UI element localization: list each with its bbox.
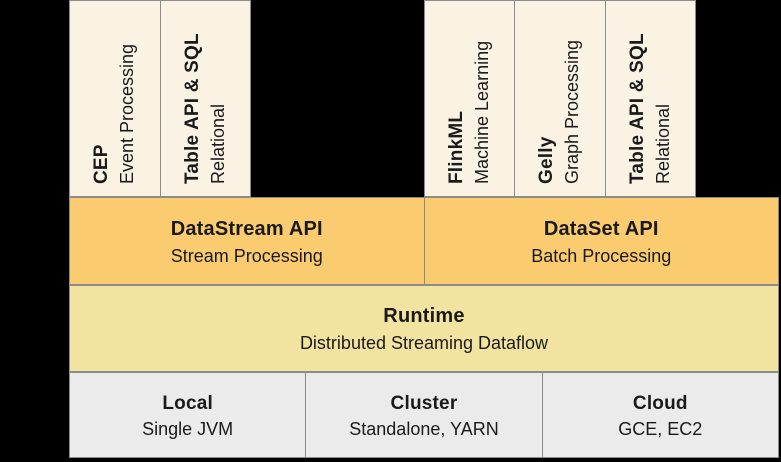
deploy-subtitle: Single JVM (142, 418, 234, 439)
api-title: DataStream API (170, 217, 323, 240)
deploy-title: Cloud (632, 392, 688, 414)
library-subtitle: Relational (207, 103, 228, 184)
runtime-subtitle: Distributed Streaming Dataflow (299, 333, 549, 353)
library-box-gelly: Gelly Graph Processing (514, 1, 605, 196)
library-box-cep-text: CEP Event Processing (70, 1, 158, 196)
api-title: DataSet API (543, 217, 659, 240)
deploy-title: Cluster (390, 392, 458, 414)
library-box-table-api-stream-text: Table API & SQL Relational (161, 1, 249, 196)
library-title: Table API & SQL (181, 33, 203, 184)
deploy-cloud-box: Cloud GCE, EC2 (541, 373, 778, 457)
deploy-subtitle: GCE, EC2 (618, 418, 703, 439)
datastream-api-box: DataStream API Stream Processing (70, 198, 424, 284)
runtime-layer-row: Runtime Distributed Streaming Dataflow (69, 285, 779, 372)
library-box-flinkml: FlinkML Machine Learning (425, 1, 515, 196)
deploy-cluster-box: Cluster Standalone, YARN (305, 373, 542, 457)
deploy-local-box: Local Single JVM (70, 373, 306, 457)
batch-libraries-group: FlinkML Machine Learning Gelly Graph Pro… (424, 0, 696, 197)
deployment-layer-row: Local Single JVM Cluster Standalone, YAR… (69, 372, 779, 458)
runtime-title: Runtime (383, 305, 465, 327)
library-box-gelly-text: Gelly Graph Processing (515, 1, 603, 196)
deploy-title: Local (162, 392, 213, 414)
library-subtitle: Relational (652, 103, 673, 184)
library-title: FlinkML (446, 110, 467, 184)
runtime-box: Runtime Distributed Streaming Dataflow (70, 286, 778, 371)
dataset-api-box: DataSet API Batch Processing (423, 198, 778, 284)
api-layer-row: DataStream API Stream Processing DataSet… (69, 197, 779, 285)
library-subtitle: Graph Processing (562, 39, 583, 184)
library-subtitle: Machine Learning (472, 40, 492, 184)
library-title: CEP (91, 144, 112, 184)
library-box-cep: CEP Event Processing (70, 1, 160, 196)
library-title: Table API & SQL (626, 33, 648, 184)
api-subtitle: Batch Processing (531, 245, 672, 266)
library-box-table-api-batch: Table API & SQL Relational (604, 1, 695, 196)
deploy-subtitle: Standalone, YARN (349, 418, 499, 439)
library-subtitle: Event Processing (117, 43, 137, 184)
library-title: Gelly (536, 136, 558, 184)
library-box-flinkml-text: FlinkML Machine Learning (425, 1, 513, 196)
stream-libraries-group: CEP Event Processing Table API & SQL Rel… (69, 0, 251, 197)
api-subtitle: Stream Processing (170, 245, 323, 266)
library-box-table-api-batch-text: Table API & SQL Relational (606, 1, 694, 196)
library-box-table-api-stream: Table API & SQL Relational (159, 1, 250, 196)
